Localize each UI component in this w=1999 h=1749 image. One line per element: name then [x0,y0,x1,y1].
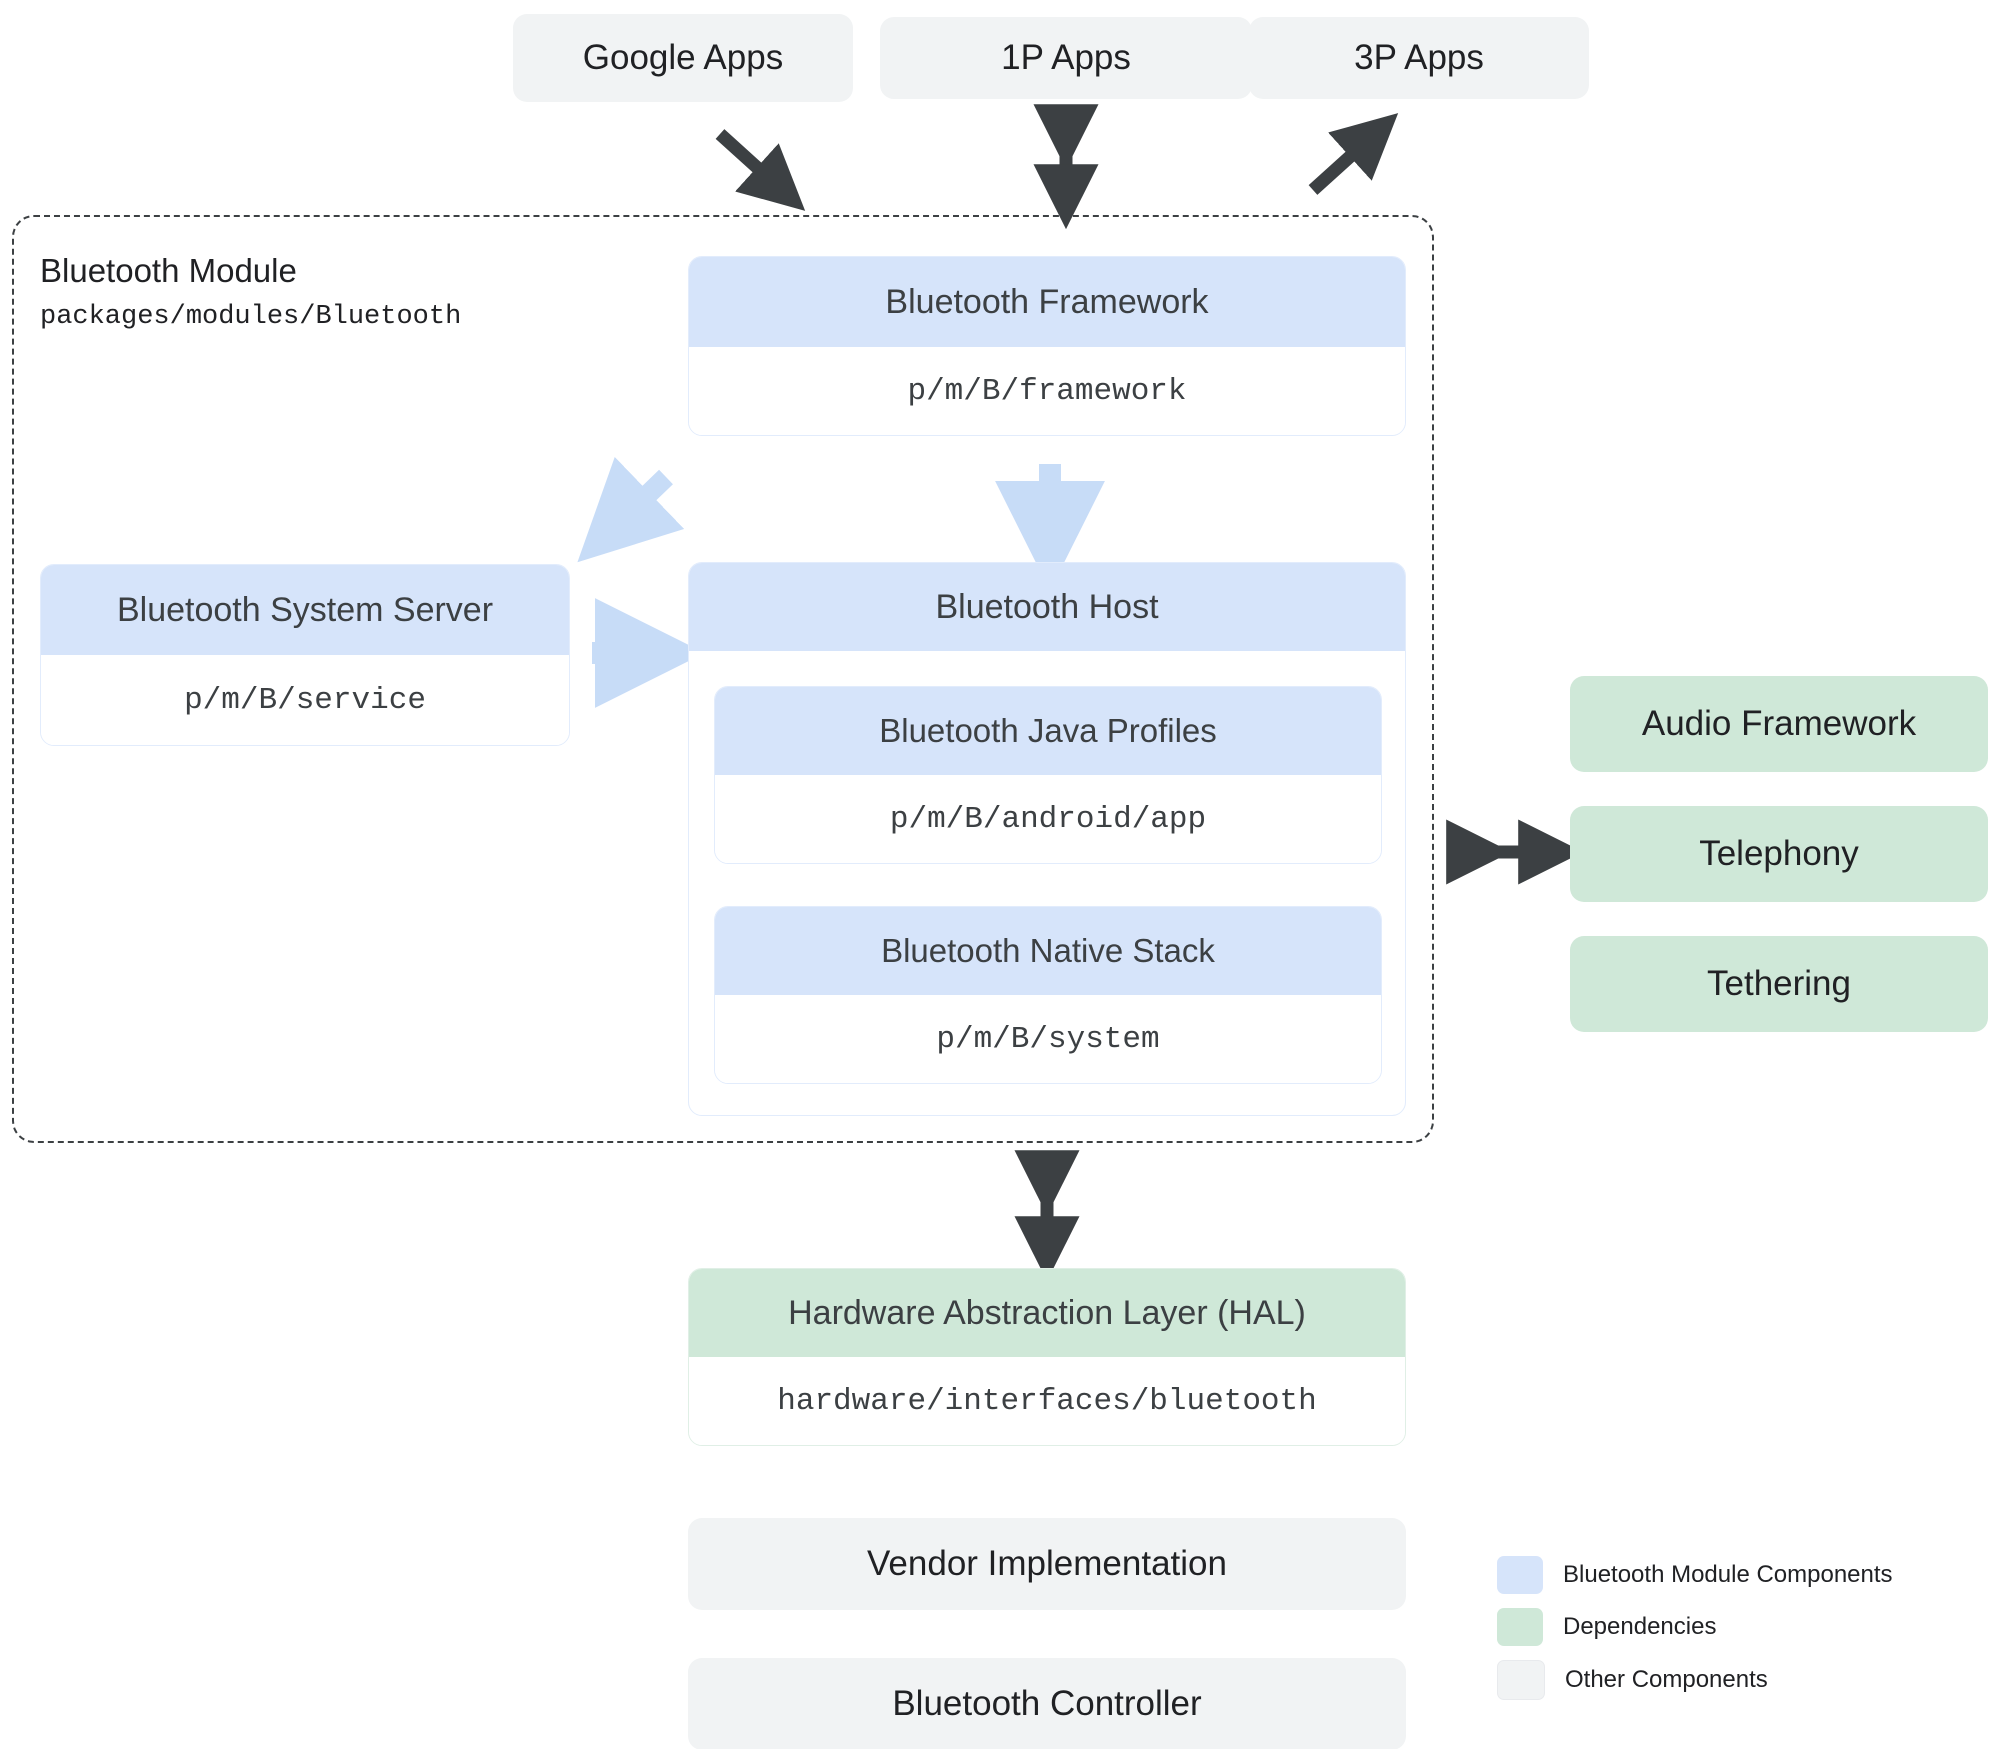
legend-swatch-dependencies [1497,1608,1543,1646]
legend-swatch-other-components [1497,1660,1545,1700]
hal-title: Hardware Abstraction Layer (HAL) [689,1269,1405,1357]
hal-path: hardware/interfaces/bluetooth [689,1357,1405,1445]
audio-framework-label: Audio Framework [1641,704,1917,743]
legend: Bluetooth Module Components Dependencies… [1497,1556,1893,1700]
arrow-1p-apps-bidirectional [1033,104,1099,230]
first-party-apps-label: 1P Apps [1001,38,1131,77]
module-path: packages/modules/Bluetooth [40,302,462,332]
bluetooth-system-server-path: p/m/B/service [41,655,569,745]
bluetooth-native-stack-card[interactable]: Bluetooth Native Stack p/m/B/system [714,906,1382,1084]
bluetooth-controller-box[interactable]: Bluetooth Controller [688,1658,1406,1749]
legend-item-module-components: Bluetooth Module Components [1497,1556,1893,1594]
bluetooth-native-stack-title: Bluetooth Native Stack [715,907,1381,995]
module-title: Bluetooth Module [40,252,297,289]
legend-item-other-components: Other Components [1497,1660,1893,1700]
vendor-implementation-label: Vendor Implementation [867,1544,1227,1583]
legend-swatch-module-components [1497,1556,1543,1594]
bluetooth-java-profiles-title: Bluetooth Java Profiles [715,687,1381,775]
bluetooth-java-profiles-card[interactable]: Bluetooth Java Profiles p/m/B/android/ap… [714,686,1382,864]
arrow-system-server-to-host [592,598,705,708]
third-party-apps-label: 3P Apps [1354,38,1484,77]
arrow-google-apps-to-framework [715,129,806,211]
google-apps-label: Google Apps [582,38,784,77]
legend-label-dependencies: Dependencies [1563,1613,1717,1640]
tethering-label: Tethering [1707,964,1851,1003]
legend-label-module-components: Bluetooth Module Components [1563,1561,1893,1588]
bluetooth-framework-card[interactable]: Bluetooth Framework p/m/B/framework [688,256,1406,436]
bluetooth-host-title: Bluetooth Host [689,563,1405,651]
hal-card[interactable]: Hardware Abstraction Layer (HAL) hardwar… [688,1268,1406,1446]
bluetooth-module-container [12,215,1434,1143]
arrow-module-to-hal [1014,1150,1080,1282]
arrow-host-to-dependencies [1446,819,1584,885]
bluetooth-system-server-title: Bluetooth System Server [41,565,569,655]
arrow-3p-apps-to-framework [1308,113,1399,195]
bluetooth-java-profiles-path: p/m/B/android/app [715,775,1381,863]
google-apps-box[interactable]: Google Apps [513,14,853,102]
telephony-box[interactable]: Telephony [1570,806,1988,902]
arrow-framework-to-host [995,464,1105,591]
tethering-box[interactable]: Tethering [1570,936,1988,1032]
legend-item-dependencies: Dependencies [1497,1608,1893,1646]
bluetooth-framework-title: Bluetooth Framework [689,257,1405,347]
bluetooth-system-server-card[interactable]: Bluetooth System Server p/m/B/service [40,564,570,746]
bluetooth-framework-path: p/m/B/framework [689,347,1405,435]
telephony-label: Telephony [1699,834,1859,873]
bluetooth-controller-label: Bluetooth Controller [892,1684,1202,1723]
arrow-framework-to-system-server [577,456,685,563]
third-party-apps-box[interactable]: 3P Apps [1249,17,1589,99]
first-party-apps-box[interactable]: 1P Apps [880,17,1252,99]
vendor-implementation-box[interactable]: Vendor Implementation [688,1518,1406,1610]
bluetooth-native-stack-path: p/m/B/system [715,995,1381,1083]
audio-framework-box[interactable]: Audio Framework [1570,676,1988,772]
legend-label-other-components: Other Components [1565,1666,1768,1693]
